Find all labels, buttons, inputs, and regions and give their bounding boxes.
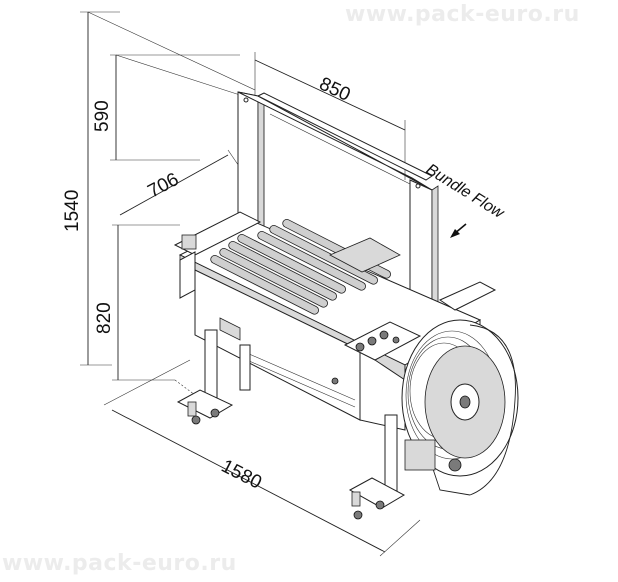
dim-850: 850 xyxy=(316,73,354,105)
watermark-bottom: www.pack-euro.ru xyxy=(2,551,237,576)
dim-706: 706 xyxy=(144,169,182,202)
dim-820: 820 xyxy=(94,302,115,334)
watermark-top: www.pack-euro.ru xyxy=(345,2,580,27)
bundle-flow-arrow-icon xyxy=(450,223,467,238)
side-supports xyxy=(179,234,197,299)
cabinet xyxy=(194,269,406,431)
dim-1540: 1540 xyxy=(62,190,83,232)
control-panel xyxy=(343,321,422,361)
strap-reel xyxy=(401,319,519,496)
dim-1580: 1580 xyxy=(218,456,265,494)
dim-590: 590 xyxy=(92,100,113,132)
dimension-lines xyxy=(80,11,421,557)
legs xyxy=(176,329,406,520)
arch-frame xyxy=(237,91,439,331)
rollers xyxy=(210,218,401,315)
